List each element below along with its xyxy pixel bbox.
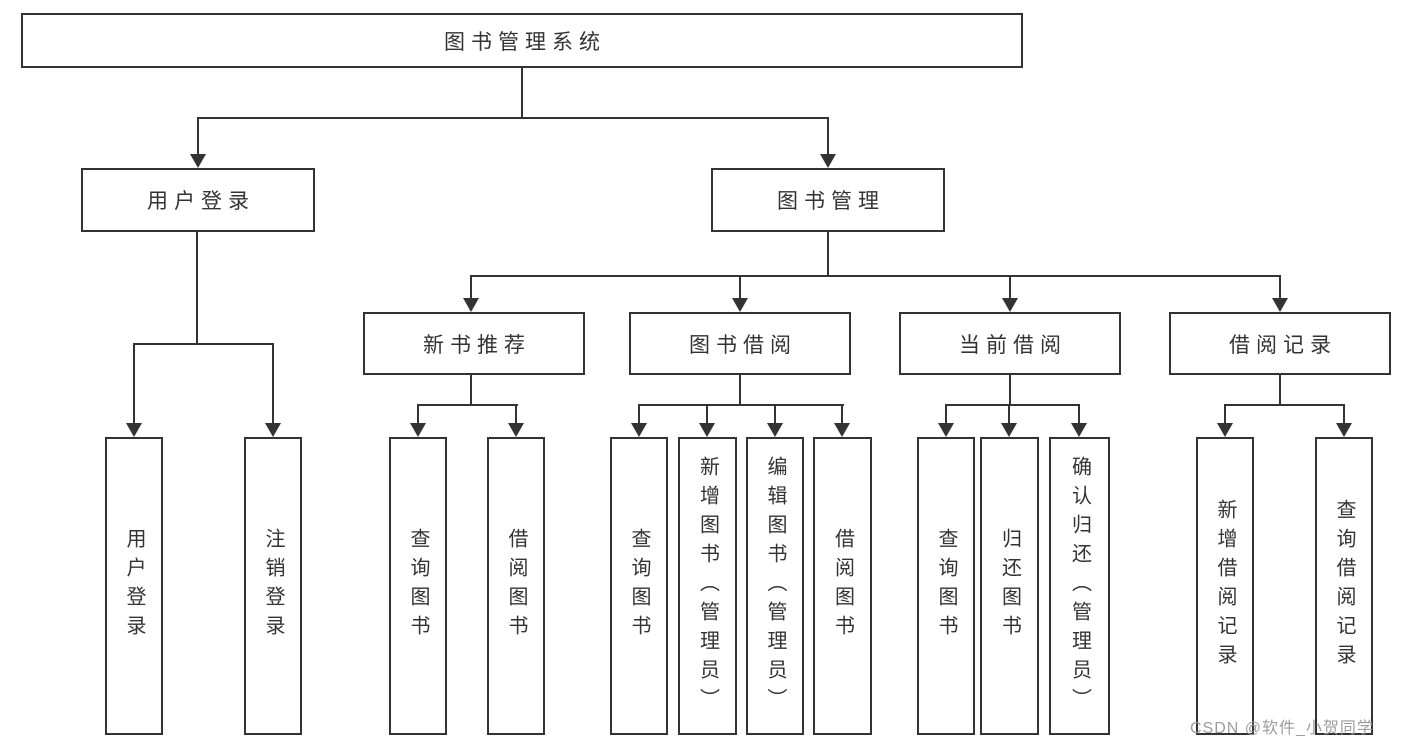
leaf-newbooks-query: 查询图书 <box>389 437 447 735</box>
connector-new-books-bar <box>417 404 518 406</box>
connector-book-borrow-down <box>739 375 741 404</box>
connector-current-borrow-down <box>1009 375 1011 404</box>
node-book-mgmt-label: 图书管理 <box>777 190 885 213</box>
arrow-down-icon <box>463 298 479 312</box>
connector-user-login-down <box>196 232 198 343</box>
connector-book-mgmt-stem <box>827 117 829 155</box>
arrow-down-icon <box>1002 298 1018 312</box>
leaf-label: 借阅图书 <box>831 528 854 644</box>
leaf-label: 查询图书 <box>628 528 650 644</box>
connector-new-books-down <box>470 375 472 404</box>
leaf-user-login: 用户登录 <box>105 437 163 735</box>
node-root-label: 图书管理系统 <box>444 30 606 54</box>
leaf-borrow-edit-admin: 编辑图书（管理员） <box>746 437 804 735</box>
node-current-borrow-label: 当前借阅 <box>959 333 1067 357</box>
connector-leaf-stem <box>945 404 947 424</box>
leaf-records-query: 查询借阅记录 <box>1315 437 1373 735</box>
connector-leaf-stem <box>706 404 708 424</box>
arrow-down-icon <box>265 423 281 437</box>
connector-level3-stem <box>739 275 741 299</box>
node-root: 图书管理系统 <box>21 13 1023 68</box>
node-borrow-records-label: 借阅记录 <box>1229 333 1337 357</box>
connector-user-login-bar <box>133 343 274 345</box>
arrow-down-icon <box>1071 423 1087 437</box>
leaf-label: 确认归还（管理员） <box>1068 455 1091 717</box>
leaf-newbooks-borrow: 借阅图书 <box>487 437 545 735</box>
arrow-down-icon <box>1272 298 1288 312</box>
arrow-down-icon <box>190 154 206 168</box>
leaf-current-query: 查询图书 <box>917 437 975 735</box>
leaf-records-add: 新增借阅记录 <box>1196 437 1254 735</box>
arrow-down-icon <box>732 298 748 312</box>
connector-leaf-stem <box>1224 404 1226 424</box>
connector-borrow-records-bar <box>1224 404 1345 406</box>
leaf-current-confirm-admin: 确认归还（管理员） <box>1049 437 1110 735</box>
leaf-label: 编辑图书（管理员） <box>764 455 786 717</box>
arrow-down-icon <box>410 423 426 437</box>
node-borrow-records: 借阅记录 <box>1169 312 1391 375</box>
connector-root-bar <box>197 117 829 119</box>
node-new-books: 新书推荐 <box>363 312 585 375</box>
connector-borrow-records-down <box>1279 375 1281 404</box>
connector-user-login-stem <box>197 117 199 155</box>
connector-leaf-stem <box>417 404 419 424</box>
leaf-current-return: 归还图书 <box>980 437 1039 735</box>
arrow-down-icon <box>767 423 783 437</box>
connector-leaf-stem <box>272 343 274 424</box>
leaf-borrow-add-admin: 新增图书（管理员） <box>678 437 737 735</box>
leaf-label: 查询借阅记录 <box>1333 499 1355 673</box>
connector-book-mgmt-down <box>827 232 829 275</box>
connector-level3-stem <box>1009 275 1011 299</box>
leaf-borrow-borrow: 借阅图书 <box>813 437 872 735</box>
node-new-books-label: 新书推荐 <box>423 333 531 357</box>
arrow-down-icon <box>1001 423 1017 437</box>
connector-level3-stem <box>470 275 472 299</box>
connector-leaf-stem <box>515 404 517 424</box>
arrow-down-icon <box>631 423 647 437</box>
node-user-login: 用户登录 <box>81 168 315 232</box>
leaf-label: 新增借阅记录 <box>1214 499 1236 673</box>
arrow-down-icon <box>834 423 850 437</box>
watermark: CSDN @软件_小贺同学 <box>1190 720 1374 737</box>
connector-leaf-stem <box>1008 404 1010 424</box>
leaf-label: 用户登录 <box>123 528 145 644</box>
node-user-login-label: 用户登录 <box>147 190 255 213</box>
node-current-borrow: 当前借阅 <box>899 312 1121 375</box>
arrow-down-icon <box>938 423 954 437</box>
connector-leaf-stem <box>1078 404 1080 424</box>
connector-level3-stem <box>1279 275 1281 299</box>
leaf-label: 新增图书（管理员） <box>696 455 719 717</box>
leaf-label: 查询图书 <box>407 528 429 644</box>
leaf-logout: 注销登录 <box>244 437 302 735</box>
node-book-mgmt: 图书管理 <box>711 168 945 232</box>
leaf-label: 注销登录 <box>262 528 284 644</box>
connector-current-borrow-bar <box>945 404 1080 406</box>
leaf-label: 归还图书 <box>998 528 1021 644</box>
connector-book-borrow-bar <box>638 404 844 406</box>
connector-leaf-stem <box>1343 404 1345 424</box>
connector-leaf-stem <box>774 404 776 424</box>
connector-leaf-stem <box>133 343 135 424</box>
node-book-borrow-label: 图书借阅 <box>689 333 797 357</box>
leaf-borrow-query: 查询图书 <box>610 437 668 735</box>
node-book-borrow: 图书借阅 <box>629 312 851 375</box>
arrow-down-icon <box>699 423 715 437</box>
arrow-down-icon <box>508 423 524 437</box>
arrow-down-icon <box>1217 423 1233 437</box>
connector-leaf-stem <box>638 404 640 424</box>
connector-leaf-stem <box>841 404 843 424</box>
connector-root-stem <box>521 67 523 118</box>
arrow-down-icon <box>126 423 142 437</box>
leaf-label: 查询图书 <box>935 528 957 644</box>
connector-level3-bar <box>470 275 1281 277</box>
arrow-down-icon <box>1336 423 1352 437</box>
arrow-down-icon <box>820 154 836 168</box>
leaf-label: 借阅图书 <box>505 528 527 644</box>
